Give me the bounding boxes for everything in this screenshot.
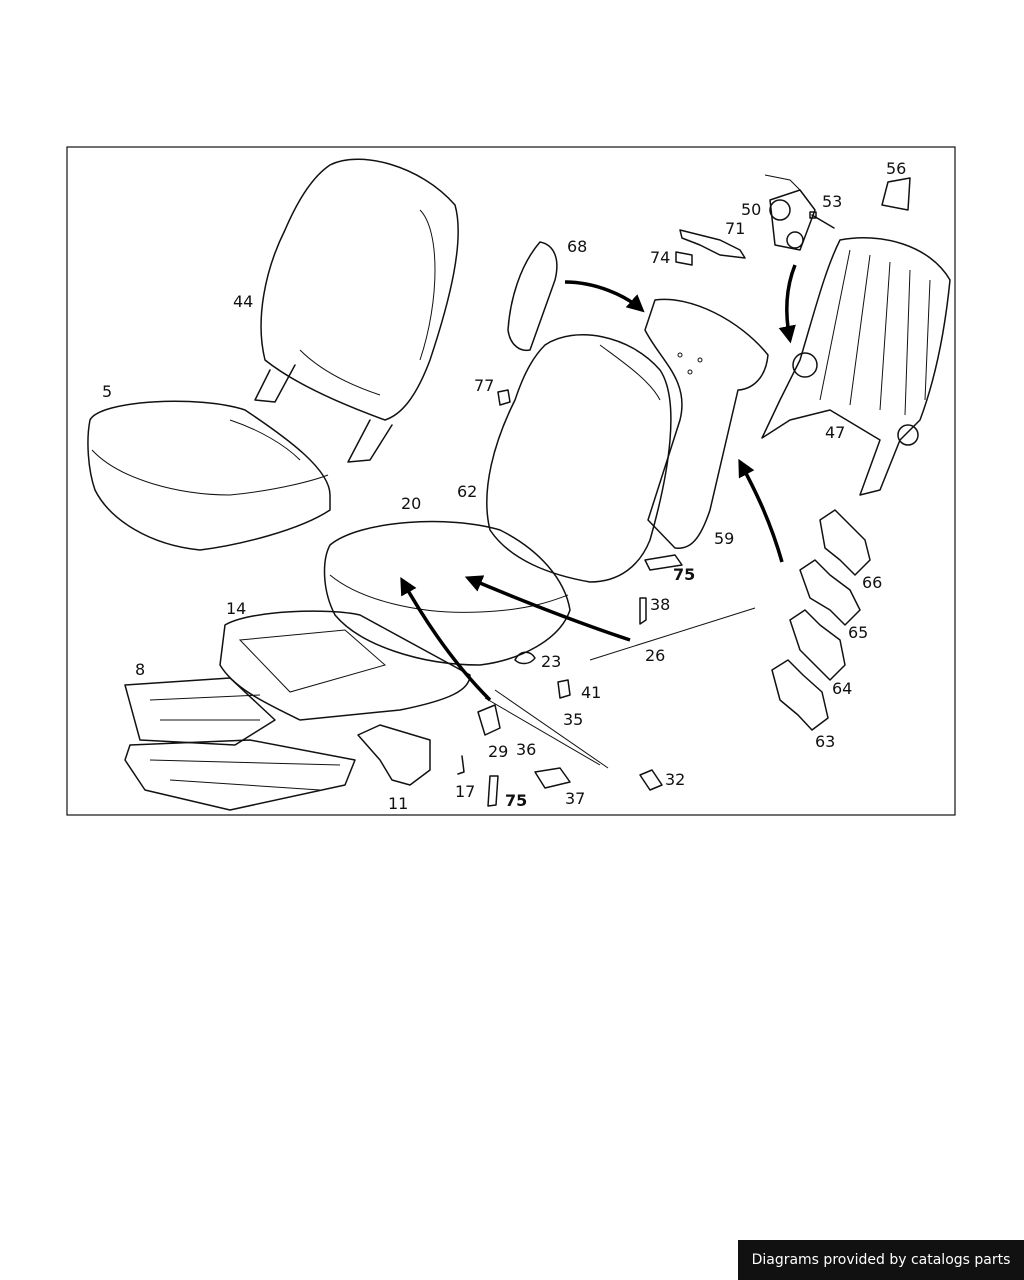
callout-50: 50 <box>741 200 761 219</box>
part-68-side-panel <box>507 241 558 352</box>
part-29-guide <box>477 704 501 736</box>
part-59-backrest-shell <box>644 298 769 549</box>
part-66-spring <box>819 509 871 576</box>
callout-32: 32 <box>665 770 685 789</box>
callout-37: 37 <box>565 789 585 808</box>
part-44-backrest-cover <box>254 158 459 463</box>
callout-63: 63 <box>815 732 835 751</box>
part-8-seat-frame <box>124 677 356 811</box>
callout-75-upper: 75 <box>673 565 695 584</box>
part-53-bolt <box>809 211 835 229</box>
callout-36: 36 <box>516 740 536 759</box>
callout-44: 44 <box>233 292 253 311</box>
callout-35: 35 <box>563 710 583 729</box>
part-26-cable <box>589 607 756 661</box>
part-47-backrest-frame <box>761 237 951 496</box>
callout-77: 77 <box>474 376 494 395</box>
callout-66: 66 <box>862 573 882 592</box>
part-50-recliner-mechanism <box>764 174 816 251</box>
part-5-seat-cushion-cover <box>87 400 331 551</box>
part-11-bracket <box>357 724 431 786</box>
callout-14: 14 <box>226 599 246 618</box>
callout-8: 8 <box>135 660 145 679</box>
callout-56: 56 <box>886 159 906 178</box>
part-56-cover-cap <box>881 177 911 211</box>
callout-62: 62 <box>457 482 477 501</box>
callout-74: 74 <box>650 248 670 267</box>
part-64-spring <box>789 609 846 681</box>
diagram-frame <box>66 146 956 816</box>
callout-23: 23 <box>541 652 561 671</box>
part-75-clip-upper <box>644 554 683 571</box>
callout-26: 26 <box>645 646 665 665</box>
part-23-clip <box>514 651 536 665</box>
assembly-arrow-springs-to-59 <box>738 458 784 563</box>
callout-64: 64 <box>832 679 852 698</box>
part-77-clip <box>497 389 511 406</box>
part-32-clamp <box>639 769 663 791</box>
callout-11: 11 <box>388 794 408 813</box>
part-62-backrest-pad <box>486 334 672 583</box>
callout-65: 65 <box>848 623 868 642</box>
callout-29: 29 <box>488 742 508 761</box>
part-41-clip <box>557 679 571 699</box>
part-35-rod <box>494 689 609 769</box>
assembly-arrow-35-to-20 <box>400 576 492 702</box>
assembly-arrow-68-to-59 <box>564 280 645 313</box>
part-14-seat-frame-pad <box>219 610 471 721</box>
assembly-arrow-26-to-20 <box>464 575 631 642</box>
part-75-clip-lower <box>487 775 499 807</box>
callout-38: 38 <box>650 595 670 614</box>
part-63-spring <box>771 659 829 731</box>
part-74-clip <box>675 251 693 266</box>
part-17-pin <box>457 755 465 775</box>
part-71-bracket <box>679 229 746 259</box>
callout-20: 20 <box>401 494 421 513</box>
part-36-rod <box>484 697 601 766</box>
part-37-handle <box>534 767 571 789</box>
footer-credit: Diagrams provided by catalogs parts <box>738 1240 1024 1280</box>
callout-59: 59 <box>714 529 734 548</box>
callout-75-lower: 75 <box>505 791 527 810</box>
callout-68: 68 <box>567 237 587 256</box>
part-20-seat-cushion-pad <box>323 520 571 666</box>
assembly-arrow-50-to-47 <box>778 264 797 344</box>
callout-53: 53 <box>822 192 842 211</box>
callout-17: 17 <box>455 782 475 801</box>
part-65-spring <box>799 559 861 626</box>
callout-71: 71 <box>725 219 745 238</box>
callout-47: 47 <box>825 423 845 442</box>
callout-41: 41 <box>581 683 601 702</box>
callout-5: 5 <box>102 382 112 401</box>
part-38-bracket <box>639 597 647 625</box>
